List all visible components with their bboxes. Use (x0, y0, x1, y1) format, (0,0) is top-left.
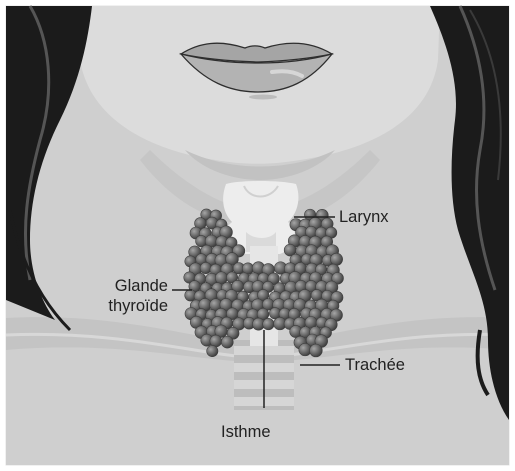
thyroid-nodule (330, 253, 342, 265)
isthme-label: Isthme (221, 422, 271, 442)
thyroid-nodule (221, 336, 233, 348)
thyroid-nodule (207, 345, 218, 356)
thyroid-nodule (210, 335, 222, 347)
thyroid-nodule (310, 344, 323, 357)
glande-label-line2: thyroïde (80, 296, 168, 316)
larynx-label: Larynx (339, 207, 389, 227)
glande-thyroide-label: Glande thyroïde (80, 276, 168, 316)
chin-dimple (249, 95, 277, 100)
thyroid-nodule (215, 272, 227, 284)
glande-label-line1: Glande (80, 276, 168, 296)
trachee-label: Trachée (345, 355, 405, 375)
thyroid-nodule (263, 318, 275, 330)
thyroid-nodule (200, 262, 211, 273)
